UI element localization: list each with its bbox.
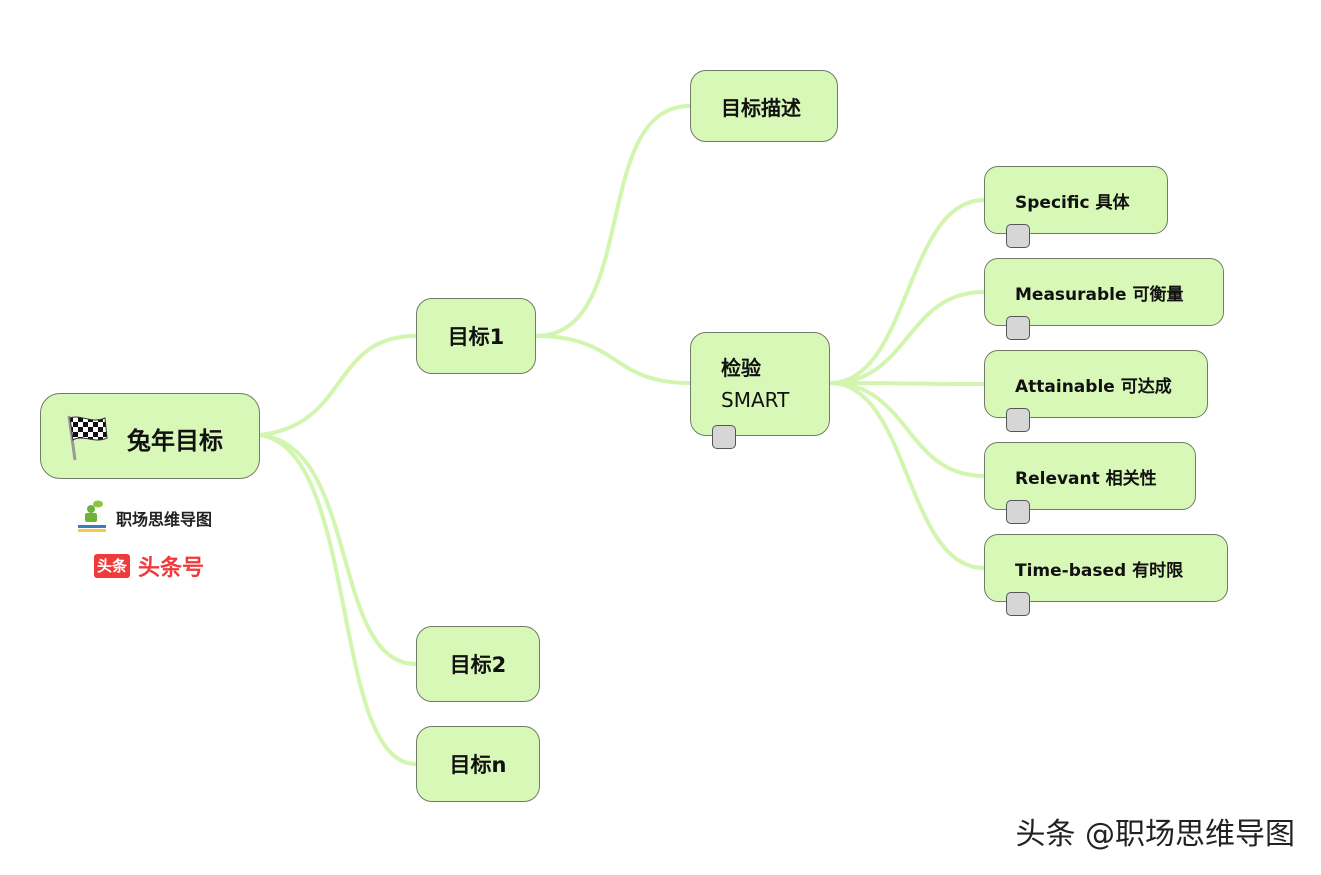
goal-description-label: 目标描述: [721, 95, 801, 120]
toutiao-text: 头条号: [138, 556, 205, 581]
root-label: 兔年目标: [127, 427, 223, 455]
smart-check-node[interactable]: 检验 SMART: [690, 332, 830, 436]
smart-check-label-line1: 检验: [721, 356, 761, 380]
connector-smart-attainable: [828, 381, 986, 386]
smart-item-label: Relevant 相关性: [1015, 468, 1157, 489]
connector-smart-measurable: [828, 290, 986, 385]
toutiao-badge: 头条: [94, 554, 131, 578]
goal2-node[interactable]: 目标2: [416, 626, 540, 702]
connector-smart-specific: [828, 198, 986, 385]
specific-toggle[interactable]: [1006, 224, 1030, 248]
goal2-label: 目标2: [449, 653, 507, 677]
goal1-node[interactable]: 目标1: [416, 298, 536, 374]
watermark-text: 头条 @职场思维导图: [1015, 817, 1295, 852]
goaln-node[interactable]: 目标n: [416, 726, 540, 802]
goal1-label: 目标1: [447, 325, 505, 349]
brand-logo-text: 职场思维导图: [116, 510, 213, 529]
smart-item-measurable[interactable]: Measurable 可衡量: [984, 258, 1224, 326]
relevant-toggle[interactable]: [1006, 500, 1030, 524]
goaln-label: 目标n: [449, 753, 507, 777]
checkered-flag-icon: [63, 412, 109, 468]
smart-item-timebased[interactable]: Time-based 有时限: [984, 534, 1228, 602]
connector-goal1-description: [534, 104, 692, 338]
goal-description-node[interactable]: 目标描述: [690, 70, 838, 142]
smart-check-label-line2: SMART: [721, 388, 790, 412]
connector-smart-timebased: [828, 381, 986, 570]
measurable-toggle[interactable]: [1006, 316, 1030, 340]
connector-goal1-smart: [534, 334, 692, 385]
connector-root-goal2: [258, 433, 418, 666]
brand-logo: 职场思维导图: [76, 498, 212, 538]
connector-root-goal1: [258, 334, 418, 437]
smart-item-label: Specific 具体: [1015, 192, 1130, 213]
smart-item-relevant[interactable]: Relevant 相关性: [984, 442, 1196, 510]
smart-item-attainable[interactable]: Attainable 可达成: [984, 350, 1208, 418]
toutiao-logo: 头条 头条号: [94, 550, 204, 582]
smart-collapse-toggle[interactable]: [712, 425, 736, 449]
connector-root-goaln: [258, 433, 418, 766]
root-node[interactable]: 兔年目标: [40, 393, 260, 479]
brand-mascot-icon: [76, 498, 108, 538]
connector-smart-relevant: [828, 381, 986, 478]
attainable-toggle[interactable]: [1006, 408, 1030, 432]
smart-item-label: Measurable 可衡量: [1015, 284, 1184, 305]
smart-item-specific[interactable]: Specific 具体: [984, 166, 1168, 234]
smart-item-label: Time-based 有时限: [1015, 560, 1184, 581]
timebased-toggle[interactable]: [1006, 592, 1030, 616]
smart-item-label: Attainable 可达成: [1015, 376, 1172, 397]
